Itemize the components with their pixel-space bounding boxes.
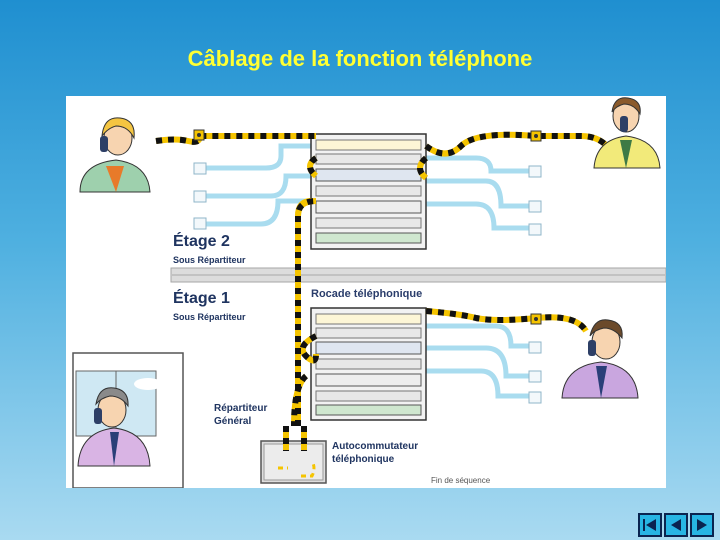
general-distributor-label-2: Général	[214, 416, 252, 427]
floor-1-sub-label: Sous Répartiteur	[173, 312, 246, 322]
previous-button[interactable]	[664, 513, 688, 537]
person-man-phone-3-icon	[77, 387, 151, 467]
previous-arrow-icon	[671, 519, 681, 531]
slide-title: Câblage de la fonction téléphone	[187, 46, 533, 71]
floor-2-label: Étage 2	[173, 233, 230, 250]
person-man-phone-icon	[593, 97, 661, 169]
rack-floor-1	[310, 307, 427, 421]
rack-floor-2	[310, 133, 427, 250]
cabling-diagram: Étage 2 Sous Répartiteur Étage 1 Sous Ré…	[66, 96, 666, 488]
first-button[interactable]	[638, 513, 662, 537]
junction-boxes	[193, 129, 542, 325]
telephone-cables	[155, 131, 614, 478]
floor-2-sub-label: Sous Répartiteur	[173, 255, 246, 265]
floor-1-label: Étage 1	[173, 290, 230, 307]
pabx-label-1: Autocommutateur	[332, 441, 419, 452]
pabx-label-2: téléphonique	[332, 454, 395, 465]
next-arrow-icon	[697, 519, 707, 531]
next-button[interactable]	[690, 513, 714, 537]
horizontal-cables	[206, 143, 531, 399]
first-arrow-icon	[643, 519, 656, 531]
building-window	[72, 352, 184, 488]
person-man-phone-2-icon	[561, 319, 639, 399]
person-woman-phone-icon	[79, 117, 151, 193]
wall-outlets	[193, 162, 542, 404]
rocade-label: Rocade téléphonique	[311, 288, 423, 300]
general-distributor-label-1: Répartiteur	[214, 403, 268, 414]
pabx-box	[260, 440, 327, 484]
end-of-sequence-label: Fin de séquence	[431, 476, 491, 485]
diagram-artwork	[72, 97, 666, 488]
